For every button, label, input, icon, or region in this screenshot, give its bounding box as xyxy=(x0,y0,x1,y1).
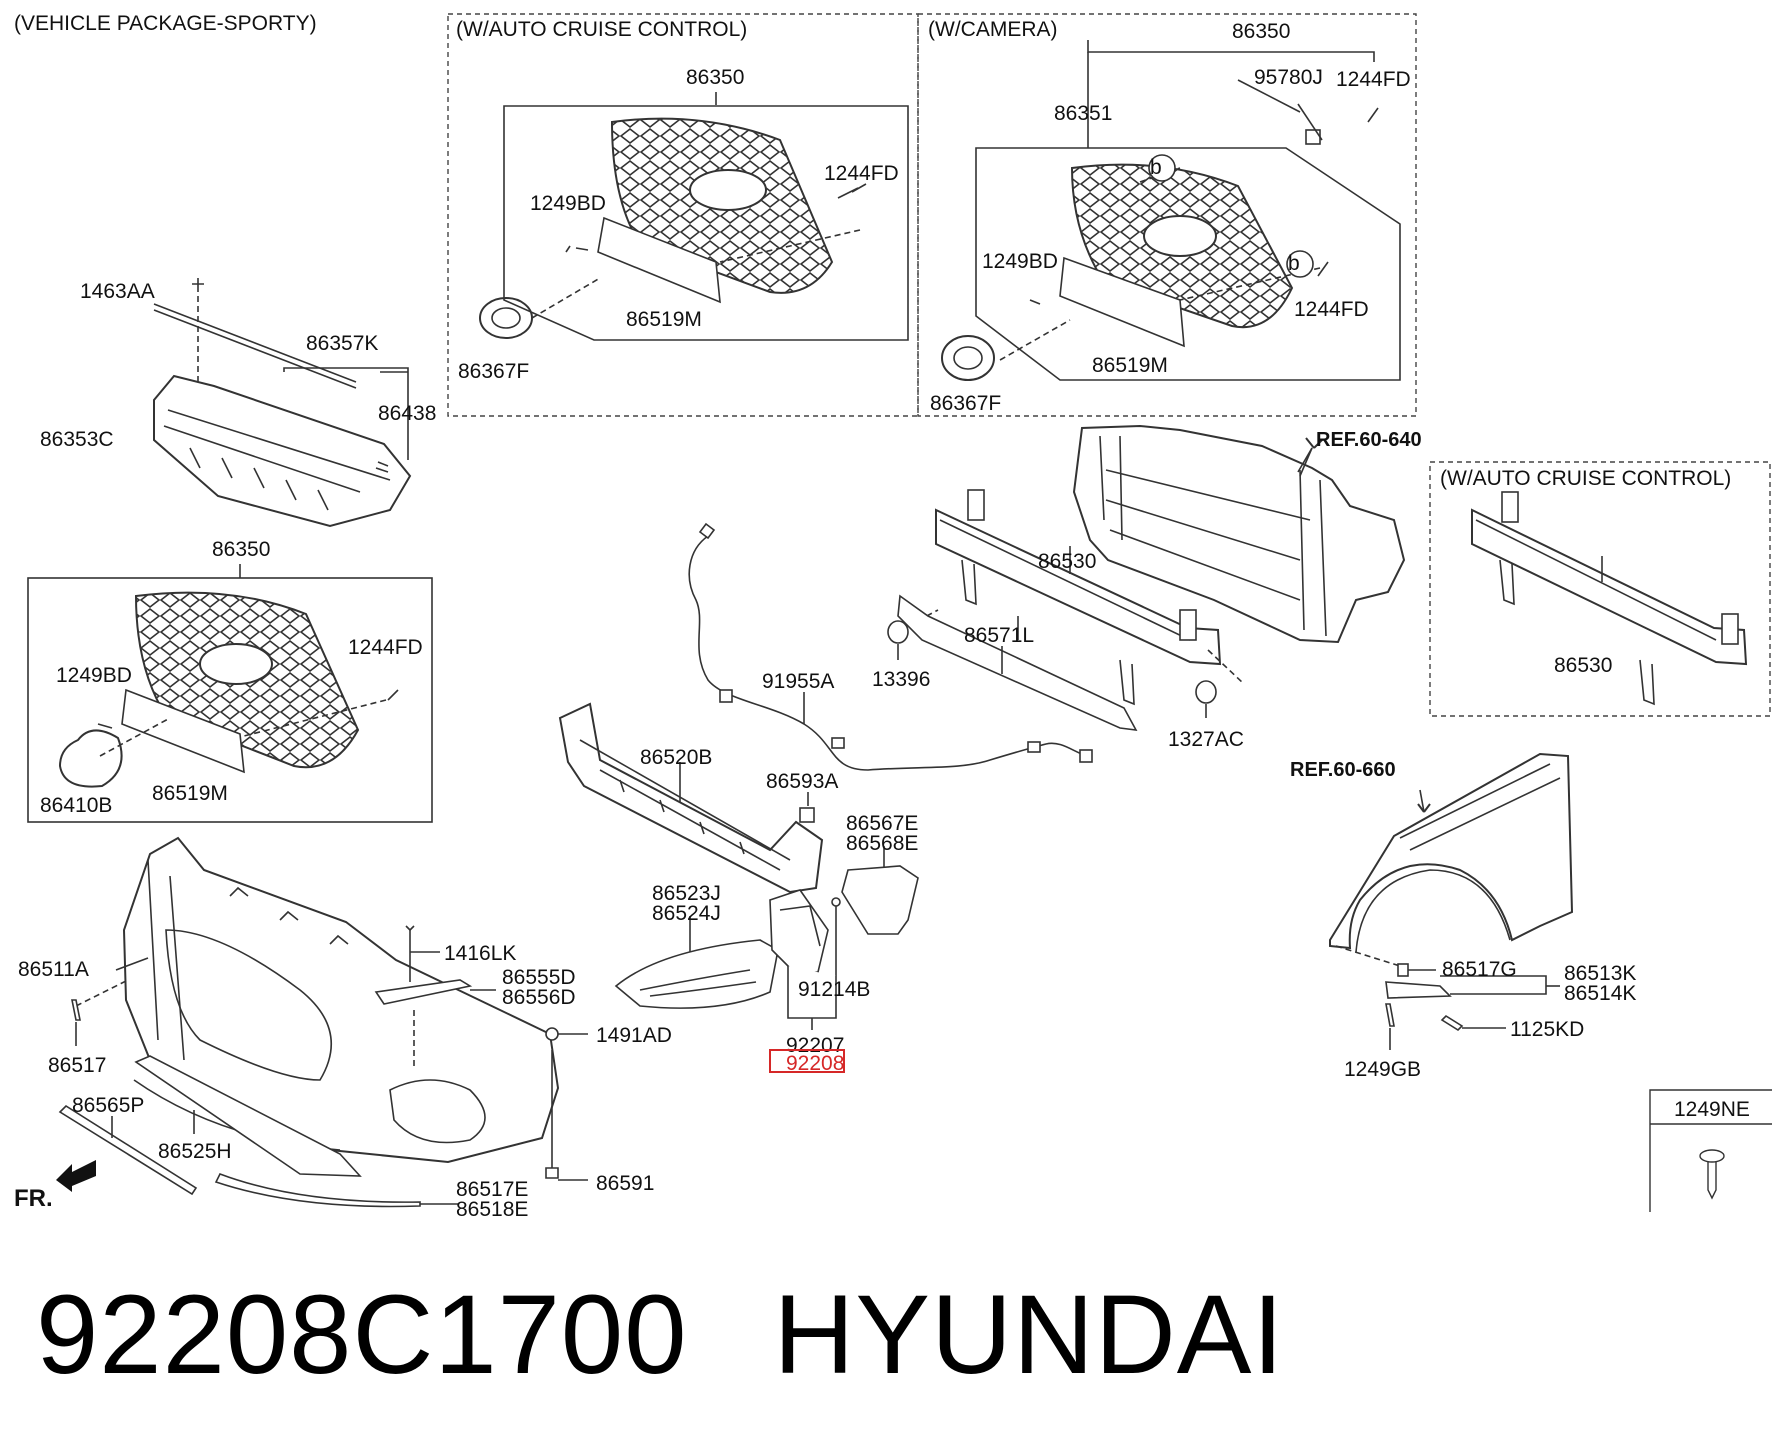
fender-brackets xyxy=(1385,963,1560,1050)
label-86519M-b: 86519M xyxy=(1092,354,1168,377)
clip-13396 xyxy=(887,620,909,660)
label-86571L: 86571L xyxy=(964,624,1034,647)
label-86367F-a: 86367F xyxy=(458,360,529,383)
clip-86593A xyxy=(799,792,815,823)
ref-60-660: REF.60-660 xyxy=(1290,759,1396,781)
label-1249BD-c: 1249BD xyxy=(56,664,132,687)
label-1327AC: 1327AC xyxy=(1168,728,1244,751)
bracket-86567E xyxy=(841,846,919,935)
fog-lamp-cover xyxy=(614,916,779,1009)
bumper-back-beam xyxy=(558,702,824,894)
part-number: 92208C1700 xyxy=(36,1272,688,1397)
front-fender xyxy=(1329,752,1574,967)
label-86367F-b: 86367F xyxy=(930,392,1001,415)
label-86525H: 86525H xyxy=(158,1140,232,1163)
grille-assy-sporty xyxy=(27,564,433,823)
box-camera: (W/CAMERA) xyxy=(917,13,1417,417)
lower-lip-parts xyxy=(58,1055,458,1208)
label-1244FD-c: 1244FD xyxy=(1294,298,1369,321)
label-1249GB: 1249GB xyxy=(1344,1058,1421,1081)
label-1491AD: 1491AD xyxy=(596,1024,672,1047)
bumper-beam xyxy=(899,489,1245,706)
grille-assy-camera xyxy=(941,40,1401,381)
label-91214B: 91214B xyxy=(798,978,870,1001)
label-86438: 86438 xyxy=(378,402,436,425)
label-95780J: 95780J xyxy=(1254,66,1323,89)
label-86517G: 86517G xyxy=(1442,958,1517,981)
label-86517: 86517 xyxy=(48,1054,106,1077)
front-end-carrier xyxy=(1072,424,1406,644)
label-86353C: 86353C xyxy=(40,428,114,451)
label-86511A: 86511A xyxy=(18,958,89,981)
label-86567E: 86567E xyxy=(846,812,918,835)
front-direction-arrow: FR. xyxy=(14,1160,96,1212)
label-86350-c: 86350 xyxy=(212,538,270,561)
highlight-box-92208 xyxy=(769,1049,845,1073)
label-86351: 86351 xyxy=(1054,102,1112,125)
energy-absorber xyxy=(897,594,1138,731)
label-1244FD-d: 1244FD xyxy=(348,636,423,659)
label-1249NE: 1249NE xyxy=(1674,1098,1750,1121)
label-86519M-c: 86519M xyxy=(152,782,228,805)
label-1463AA: 1463AA xyxy=(80,280,155,303)
grille-assy-cruise xyxy=(479,92,909,341)
ref-60-640: REF.60-640 xyxy=(1316,429,1422,451)
box-cruise-right-title: (W/AUTO CRUISE CONTROL) xyxy=(1440,467,1731,490)
label-86593A: 86593A xyxy=(766,770,838,793)
box-cruise-top: (W/AUTO CRUISE CONTROL) xyxy=(447,13,919,417)
front-bumper-cover xyxy=(75,836,560,1164)
label-1244FD-a: 1244FD xyxy=(824,162,899,185)
label-1249BD-b: 1249BD xyxy=(982,250,1058,273)
label-86520B: 86520B xyxy=(640,746,712,769)
box-cruise-right: (W/AUTO CRUISE CONTROL) xyxy=(1429,461,1771,717)
label-1125KD: 1125KD xyxy=(1510,1018,1584,1041)
label-91955A: 91955A xyxy=(762,670,834,693)
label-86410B: 86410B xyxy=(40,794,112,817)
garnish-86555D xyxy=(374,925,496,1066)
label-circle-b-2: b xyxy=(1288,252,1300,275)
label-fr: FR. xyxy=(14,1185,53,1212)
label-86350-a: 86350 xyxy=(686,66,744,89)
box-sporty-title: (VEHICLE PACKAGE-SPORTY) xyxy=(14,12,317,35)
label-circle-b-1: b xyxy=(1150,156,1162,179)
fog-lamp xyxy=(769,889,841,1030)
label-86517E: 86517E xyxy=(456,1178,528,1201)
label-86530-b: 86530 xyxy=(1554,654,1612,677)
label-1249BD-a: 1249BD xyxy=(530,192,606,215)
wiring-harness xyxy=(688,522,1093,771)
label-86513K: 86513K xyxy=(1564,962,1636,985)
label-86556D: 86556D xyxy=(502,986,576,1009)
label-86357K: 86357K xyxy=(306,332,378,355)
label-1244FD-b: 1244FD xyxy=(1336,68,1411,91)
footer-caption: 92208C1700 HYUNDAI xyxy=(36,1270,1285,1399)
bumper-beam-cruise xyxy=(1471,491,1748,706)
upper-cover-assy xyxy=(153,278,412,528)
label-86518E: 86518E xyxy=(456,1198,528,1221)
nut-1327AC xyxy=(1195,680,1217,718)
label-86530-a: 86530 xyxy=(1038,550,1096,573)
label-92207: 92207 xyxy=(786,1034,844,1057)
label-86524J: 86524J xyxy=(652,902,721,925)
label-86523J: 86523J xyxy=(652,882,721,905)
label-13396: 13396 xyxy=(872,668,930,691)
label-1416LK: 1416LK xyxy=(444,942,516,965)
box-camera-title: (W/CAMERA) xyxy=(928,18,1058,41)
label-86514K: 86514K xyxy=(1564,982,1636,1005)
label-86519M-a: 86519M xyxy=(626,308,702,331)
label-86555D: 86555D xyxy=(502,966,576,989)
label-86350-b: 86350 xyxy=(1232,20,1290,43)
label-86591: 86591 xyxy=(596,1172,654,1195)
label-86565P: 86565P xyxy=(72,1094,144,1117)
fasteners-bumper xyxy=(71,999,588,1181)
brand-name: HYUNDAI xyxy=(773,1272,1285,1397)
label-86568E: 86568E xyxy=(846,832,918,855)
label-92208: 92208 xyxy=(786,1052,844,1075)
box-1249NE xyxy=(1649,1089,1772,1212)
box-cruise-top-title: (W/AUTO CRUISE CONTROL) xyxy=(456,18,747,41)
